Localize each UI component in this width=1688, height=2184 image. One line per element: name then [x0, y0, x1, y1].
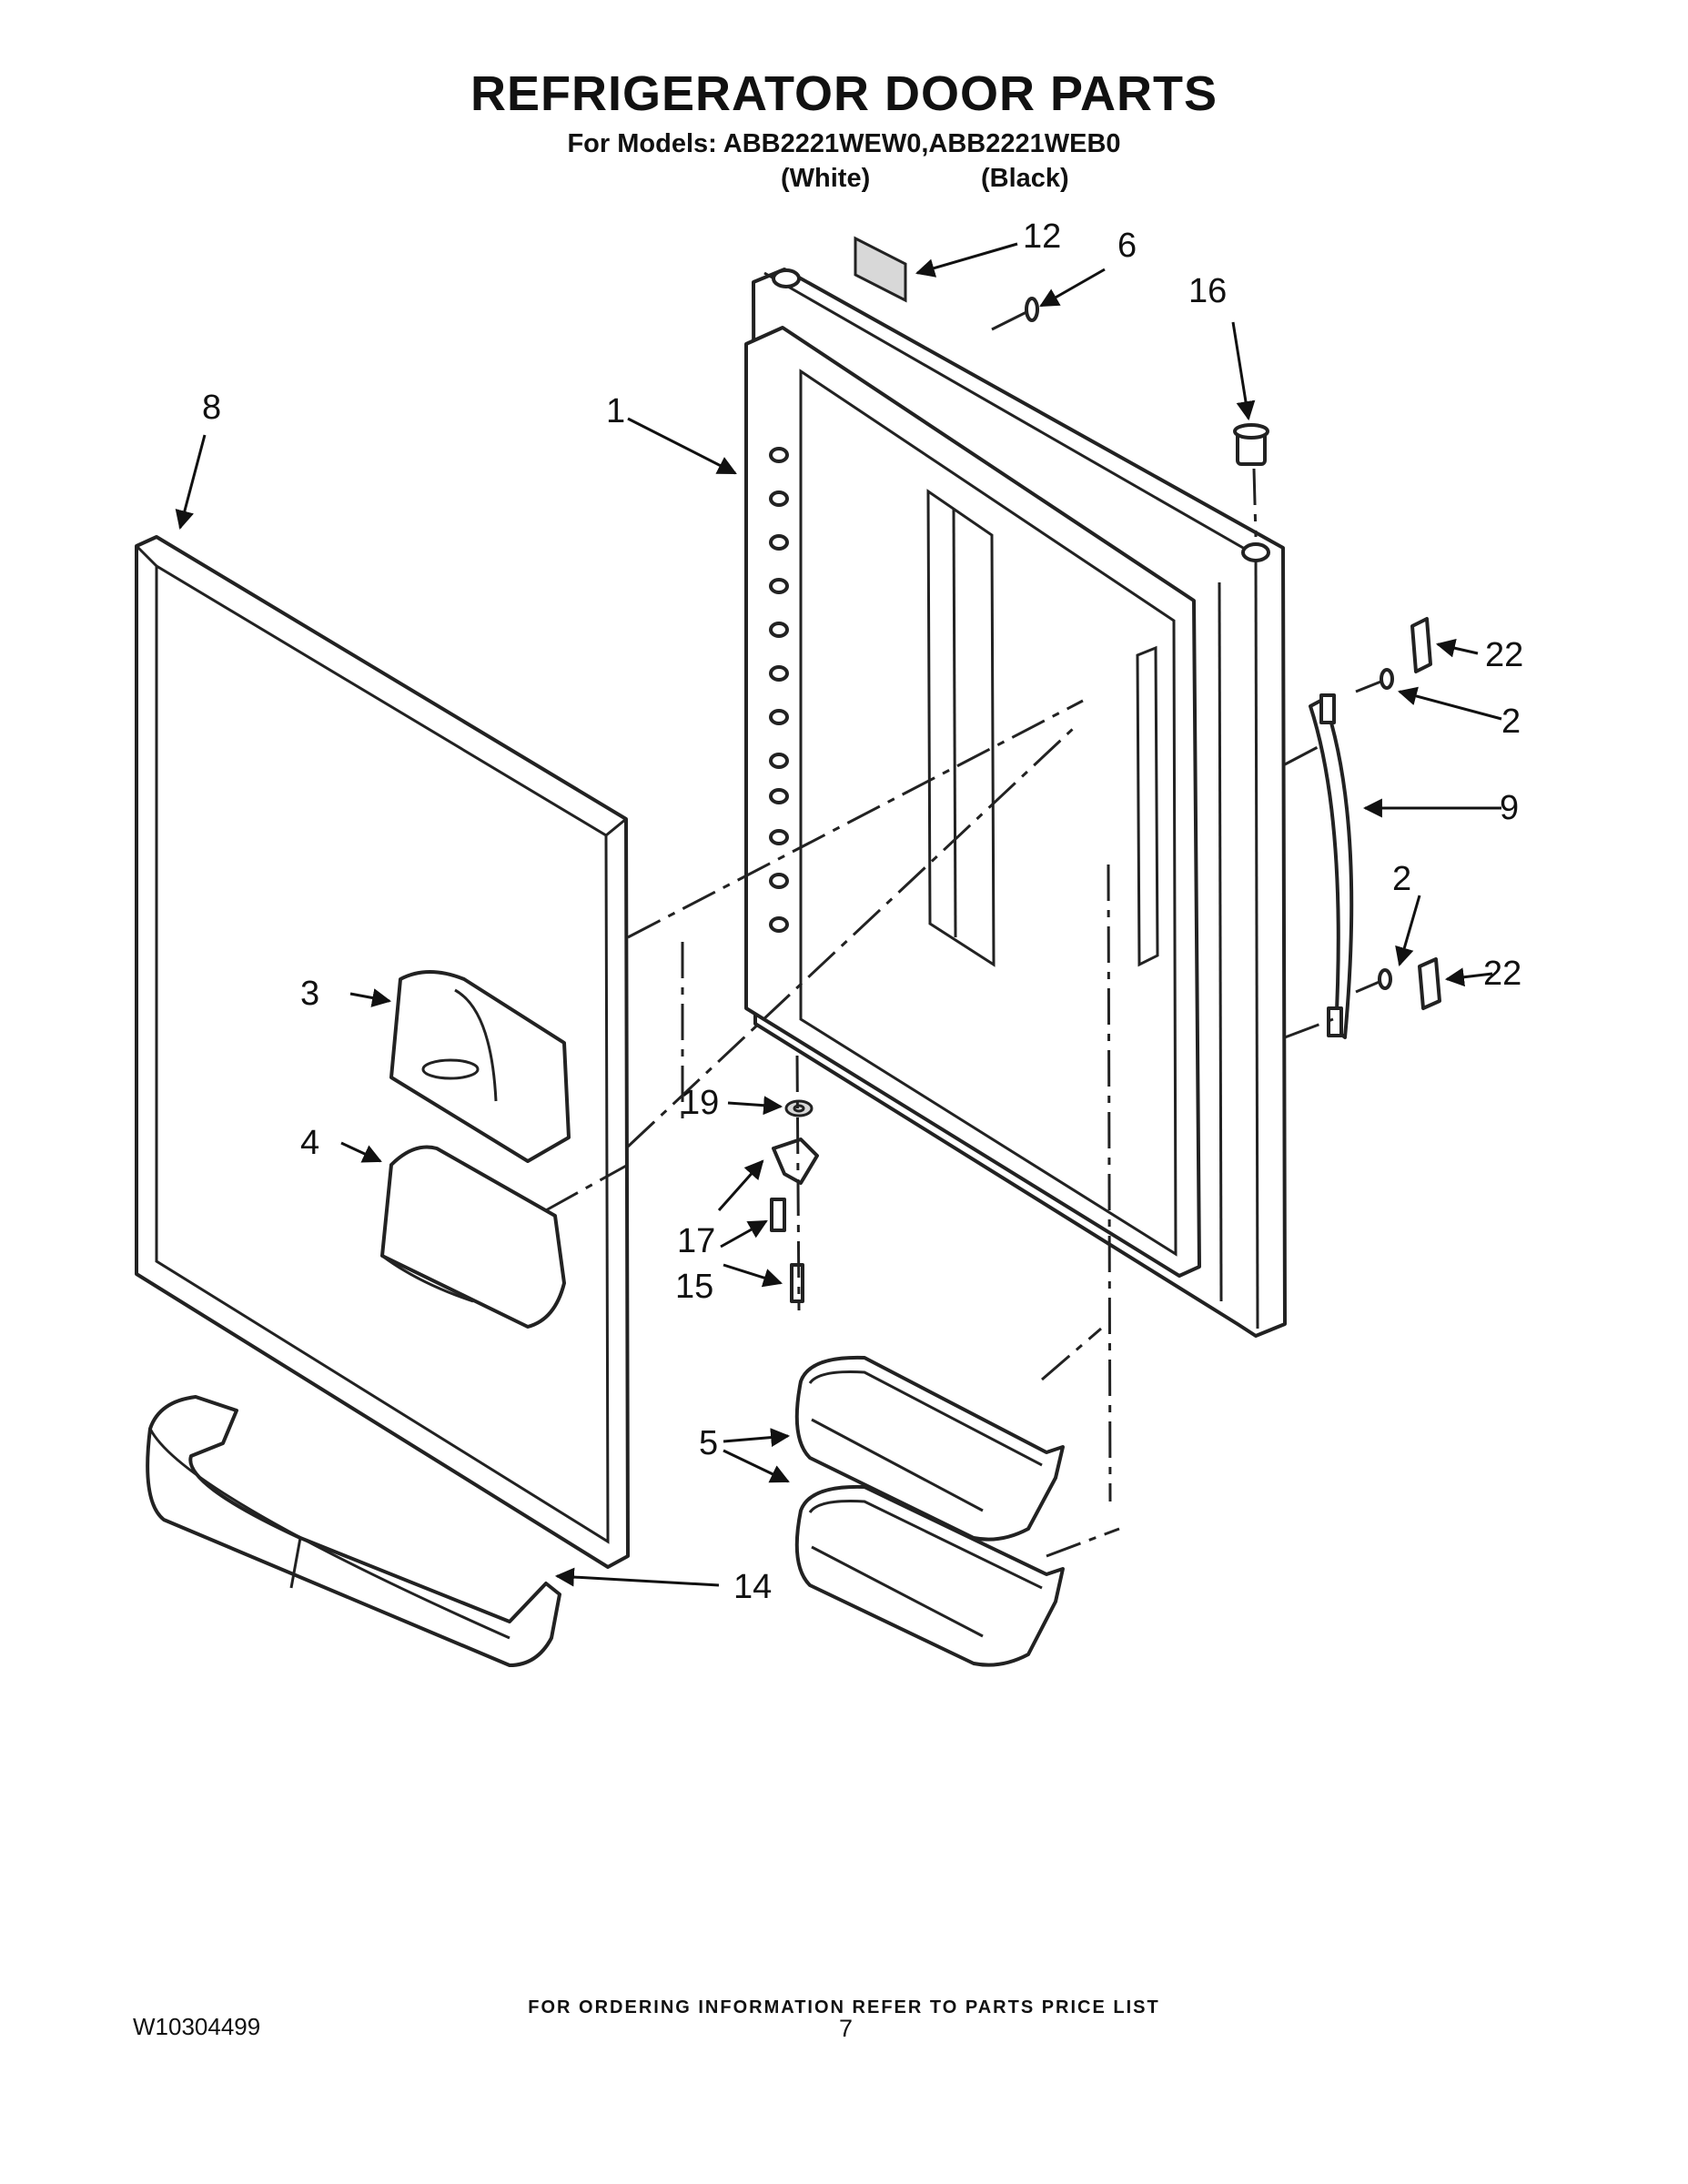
- callout-14: 14: [733, 1568, 772, 1606]
- screw-part-17: [770, 1198, 786, 1232]
- callout-9: 9: [1500, 789, 1519, 827]
- models-line: For Models: ABB2221WEW0,ABB2221WEB0: [567, 129, 1121, 158]
- document-number: W10304499: [133, 2013, 261, 2040]
- handle-cap-bottom: [1418, 957, 1441, 1010]
- alignment-lines: [545, 699, 1334, 1558]
- dairy-door: [389, 970, 571, 1163]
- page-title: REFRIGERATOR DOOR PARTS: [470, 66, 1218, 121]
- page-number: 7: [839, 2015, 854, 2042]
- handle-cap-top: [1410, 617, 1432, 673]
- callout-4: 4: [300, 1124, 319, 1162]
- liner-bosses: [769, 447, 789, 933]
- callout-8: 8: [202, 389, 221, 427]
- washer-part-19: [784, 1099, 814, 1117]
- color-label-white: (White): [781, 164, 871, 193]
- ordering-note: FOR ORDERING INFORMATION REFER TO PARTS …: [528, 1997, 1160, 2017]
- callout-17: 17: [677, 1222, 715, 1260]
- callout-3: 3: [300, 975, 319, 1013]
- callout-15: 15: [675, 1268, 713, 1306]
- callout-19: 19: [681, 1084, 719, 1122]
- rating-label: [854, 236, 907, 303]
- callout-2-bottom: 2: [1392, 860, 1411, 898]
- door-liner-frame: [744, 268, 1287, 1338]
- screw-part-6: [991, 297, 1039, 331]
- callout-5: 5: [699, 1424, 718, 1462]
- color-label-black: (Black): [981, 164, 1069, 193]
- callout-22-top: 22: [1485, 636, 1523, 674]
- callout-12: 12: [1023, 217, 1061, 256]
- screw-part-15: [790, 1263, 804, 1303]
- handle-screw-top: [1355, 668, 1394, 693]
- callout-16: 16: [1188, 272, 1227, 310]
- hinge-plug: [1233, 423, 1269, 538]
- leader-lines: [175, 242, 1502, 1587]
- callout-2-top: 2: [1501, 703, 1521, 741]
- door-bin-lower: [794, 1484, 1065, 1667]
- dairy-bin: [380, 1145, 566, 1329]
- bracket-part-17: [772, 1138, 819, 1185]
- door-bin-upper: [794, 1355, 1065, 1542]
- handle-screw-bottom: [1355, 968, 1392, 994]
- callout-22-bottom: 22: [1483, 955, 1521, 993]
- callout-6: 6: [1117, 227, 1137, 265]
- callout-1: 1: [606, 392, 625, 430]
- bottom-door-shelf: [146, 1395, 561, 1667]
